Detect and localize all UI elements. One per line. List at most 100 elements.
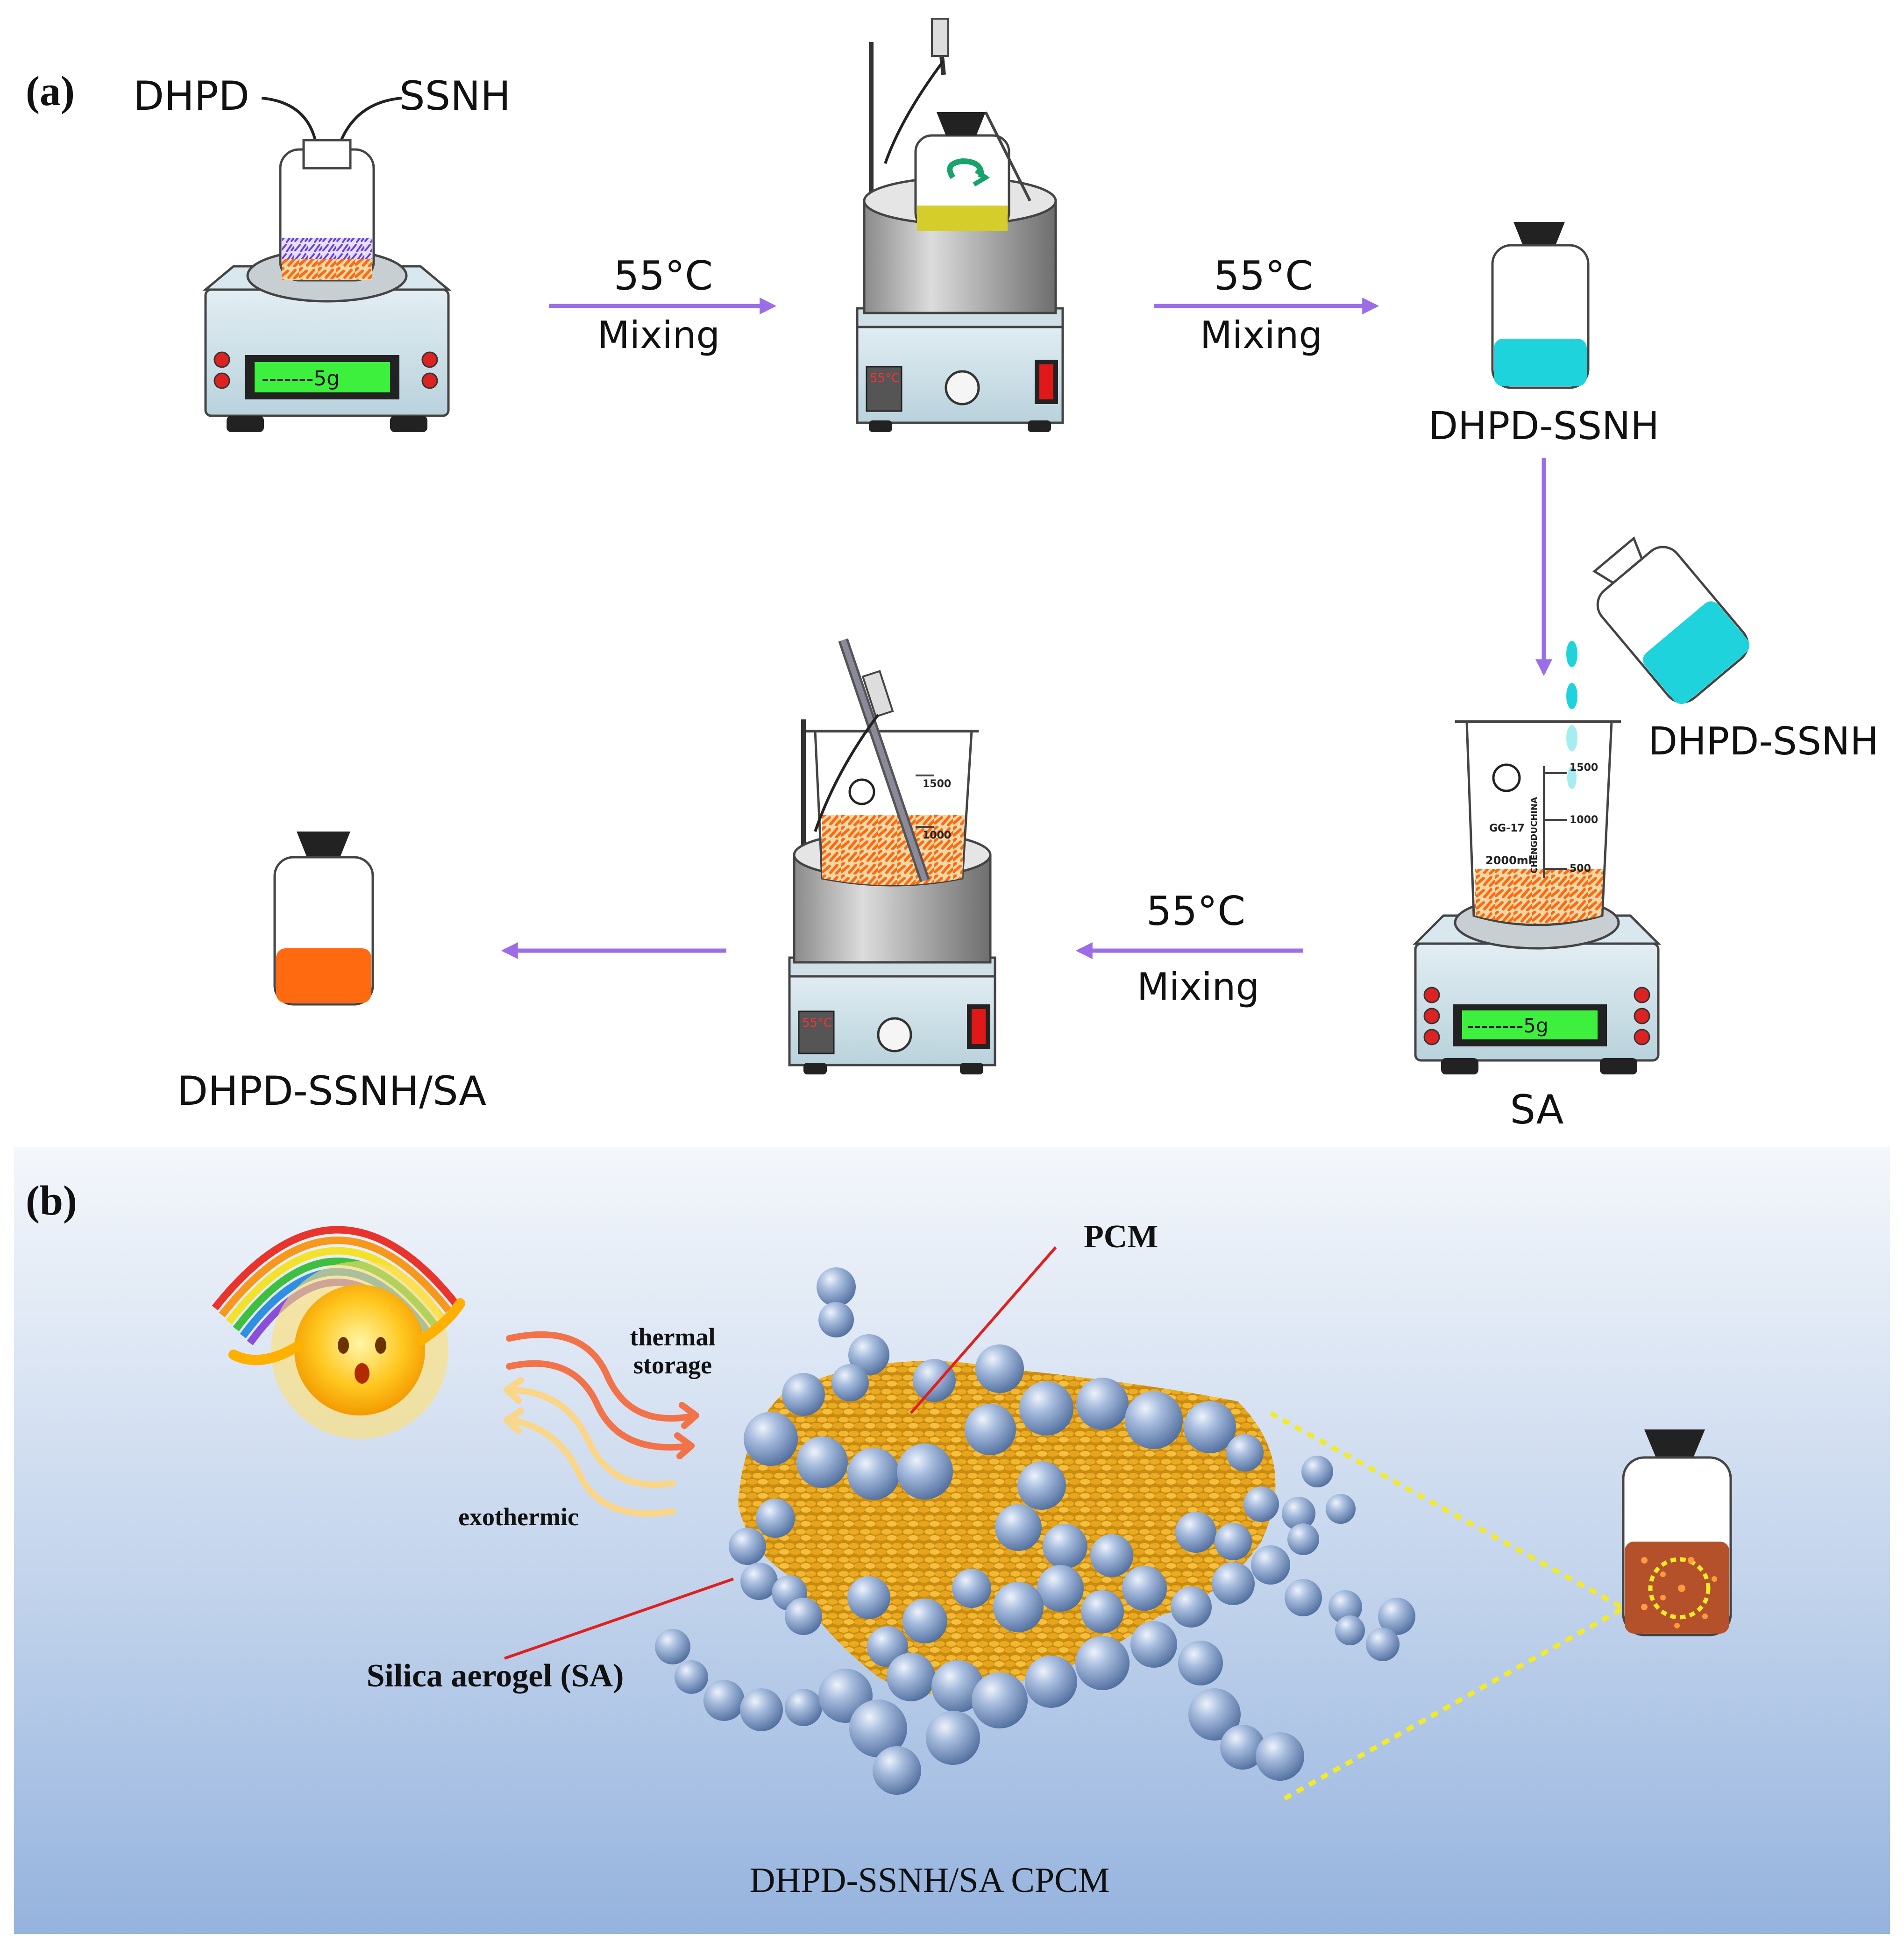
silica-sphere: [873, 1746, 921, 1795]
thermal-storage-waves: [506, 1331, 699, 1459]
silica-spheres: [655, 1267, 1415, 1795]
silica-sphere: [1256, 1732, 1304, 1781]
stirrer-temp-display-1: 55°C: [870, 371, 900, 385]
sun-icon: [228, 1261, 465, 1439]
silica-sphere: [1285, 1579, 1322, 1616]
input-dhpd-label: DHPD: [133, 73, 249, 120]
silica-sphere: [1025, 1656, 1077, 1708]
silica-sphere: [703, 1680, 745, 1721]
heating-stirrer-with-beaker: 1500 1000 55°C: [788, 638, 996, 1074]
silica-sphere: [1175, 1512, 1216, 1553]
silica-sphere: [744, 1412, 798, 1466]
input-ssnh-label: SSNH: [399, 73, 511, 120]
silica-sphere: [740, 1688, 783, 1731]
silica-sphere: [913, 1359, 956, 1402]
silica-sphere: [785, 1598, 822, 1635]
silica-sphere: [1220, 1725, 1265, 1770]
step-2-action: Mixing: [1200, 313, 1322, 357]
composite-label: DHPD-SSNH/SA CPCM: [750, 1861, 1110, 1900]
silica-sphere: [1178, 1641, 1223, 1685]
silica-sphere: [902, 1599, 947, 1643]
silica-sphere: [1188, 1688, 1241, 1741]
beaker-mark-1000: 1000: [1570, 814, 1598, 826]
silica-sphere: [1212, 1562, 1255, 1605]
silica-sphere: [1075, 1636, 1130, 1690]
silica-sphere: [1366, 1628, 1400, 1661]
beaker2-mark-1500: 1500: [923, 778, 951, 790]
silica-sphere: [847, 1576, 890, 1619]
silica-sphere: [848, 1334, 889, 1375]
silica-sphere: [897, 1443, 953, 1500]
silica-sphere: [965, 1404, 1016, 1455]
silica-sphere: [1076, 1378, 1129, 1430]
silica-sphere: [818, 1302, 854, 1337]
scale-display-2: --------5g: [1467, 1014, 1549, 1037]
step-3-temp: 55°C: [1146, 888, 1245, 935]
silica-sphere: [975, 1344, 1024, 1393]
zoom-line-bottom: [1283, 1605, 1627, 1801]
silica-sphere: [1215, 1523, 1252, 1560]
support-sa-label: SA: [1510, 1087, 1563, 1133]
exothermic-label: exothermic: [458, 1503, 579, 1531]
cpcm-bottle: [1622, 1429, 1732, 1636]
aerogel-label: Silica aerogel (SA): [367, 1658, 624, 1694]
beaker-mark-500: 500: [1570, 863, 1591, 874]
silica-sphere: [1043, 1524, 1087, 1569]
dhpd-ssnh-bottle: [1491, 222, 1590, 389]
silica-sphere: [1019, 1381, 1073, 1436]
step-2-temp: 55°C: [1214, 253, 1313, 299]
zoom-line-top: [1269, 1411, 1674, 1637]
silica-sphere: [972, 1672, 1028, 1728]
exothermic-waves: [504, 1377, 676, 1517]
pcm-label: PCM: [1084, 1219, 1158, 1255]
silica-sphere: [995, 1504, 1042, 1551]
silica-sphere: [796, 1436, 848, 1488]
silica-sphere: [1378, 1598, 1415, 1635]
scale-display-1: -------5g: [262, 367, 340, 391]
silica-sphere: [782, 1373, 825, 1416]
silica-sphere: [1122, 1566, 1167, 1611]
step-1-action: Mixing: [597, 313, 720, 357]
silica-sphere: [655, 1629, 690, 1664]
silica-sphere: [1081, 1590, 1124, 1633]
beaker-mark-brand: CHENGDUCHINA: [1529, 797, 1539, 874]
silica-sphere: [1125, 1391, 1183, 1449]
silica-sphere: [740, 1563, 778, 1600]
beaker-mark-1500: 1500: [1570, 762, 1598, 774]
silica-sphere: [1282, 1497, 1315, 1530]
thermal-label: thermal: [630, 1323, 716, 1351]
product-dhpd-ssnh-label: DHPD-SSNH: [1428, 404, 1659, 448]
silica-sphere: [931, 1660, 984, 1713]
step-1-temp: 55°C: [614, 253, 713, 299]
silica-sphere: [1243, 1486, 1279, 1522]
silica-sphere: [675, 1660, 708, 1694]
silica-sphere: [926, 1711, 980, 1765]
final-product-label: DHPD-SSNH/SA: [177, 1068, 486, 1115]
silica-sphere: [952, 1569, 991, 1608]
stirrer-temp-display-2: 55°C: [802, 1016, 832, 1030]
panel-b-label: (b): [26, 1178, 77, 1224]
beaker-mark-2000ml: 2000ml: [1485, 854, 1532, 867]
silica-sphere: [785, 1689, 822, 1726]
silica-sphere: [1329, 1590, 1362, 1624]
silica-sphere: [993, 1582, 1044, 1632]
silica-sphere: [817, 1267, 856, 1307]
silica-sphere: [1301, 1456, 1333, 1487]
panel-a-label: (a): [26, 68, 75, 114]
silica-sphere: [1017, 1461, 1066, 1510]
silica-sphere: [831, 1364, 869, 1401]
silica-sphere: [1226, 1434, 1264, 1472]
balance-with-flask: -------5g: [202, 97, 452, 432]
silica-sphere: [1335, 1615, 1365, 1645]
balance-with-beaker: 1500 1000 500 GG-17 2000ml CHENGDUCHINA …: [1412, 720, 1662, 1074]
silica-sphere: [849, 1699, 907, 1757]
silica-sphere: [1251, 1545, 1290, 1585]
silica-sphere: [1130, 1621, 1177, 1668]
silica-sphere: [1326, 1494, 1356, 1524]
pouring-bottle: [1592, 536, 1750, 704]
silica-sphere: [847, 1448, 900, 1500]
beaker-mark-gg17: GG-17: [1489, 823, 1525, 834]
silica-sphere: [1184, 1401, 1236, 1453]
poured-dhpd-ssnh-label: DHPD-SSNH: [1648, 719, 1879, 764]
